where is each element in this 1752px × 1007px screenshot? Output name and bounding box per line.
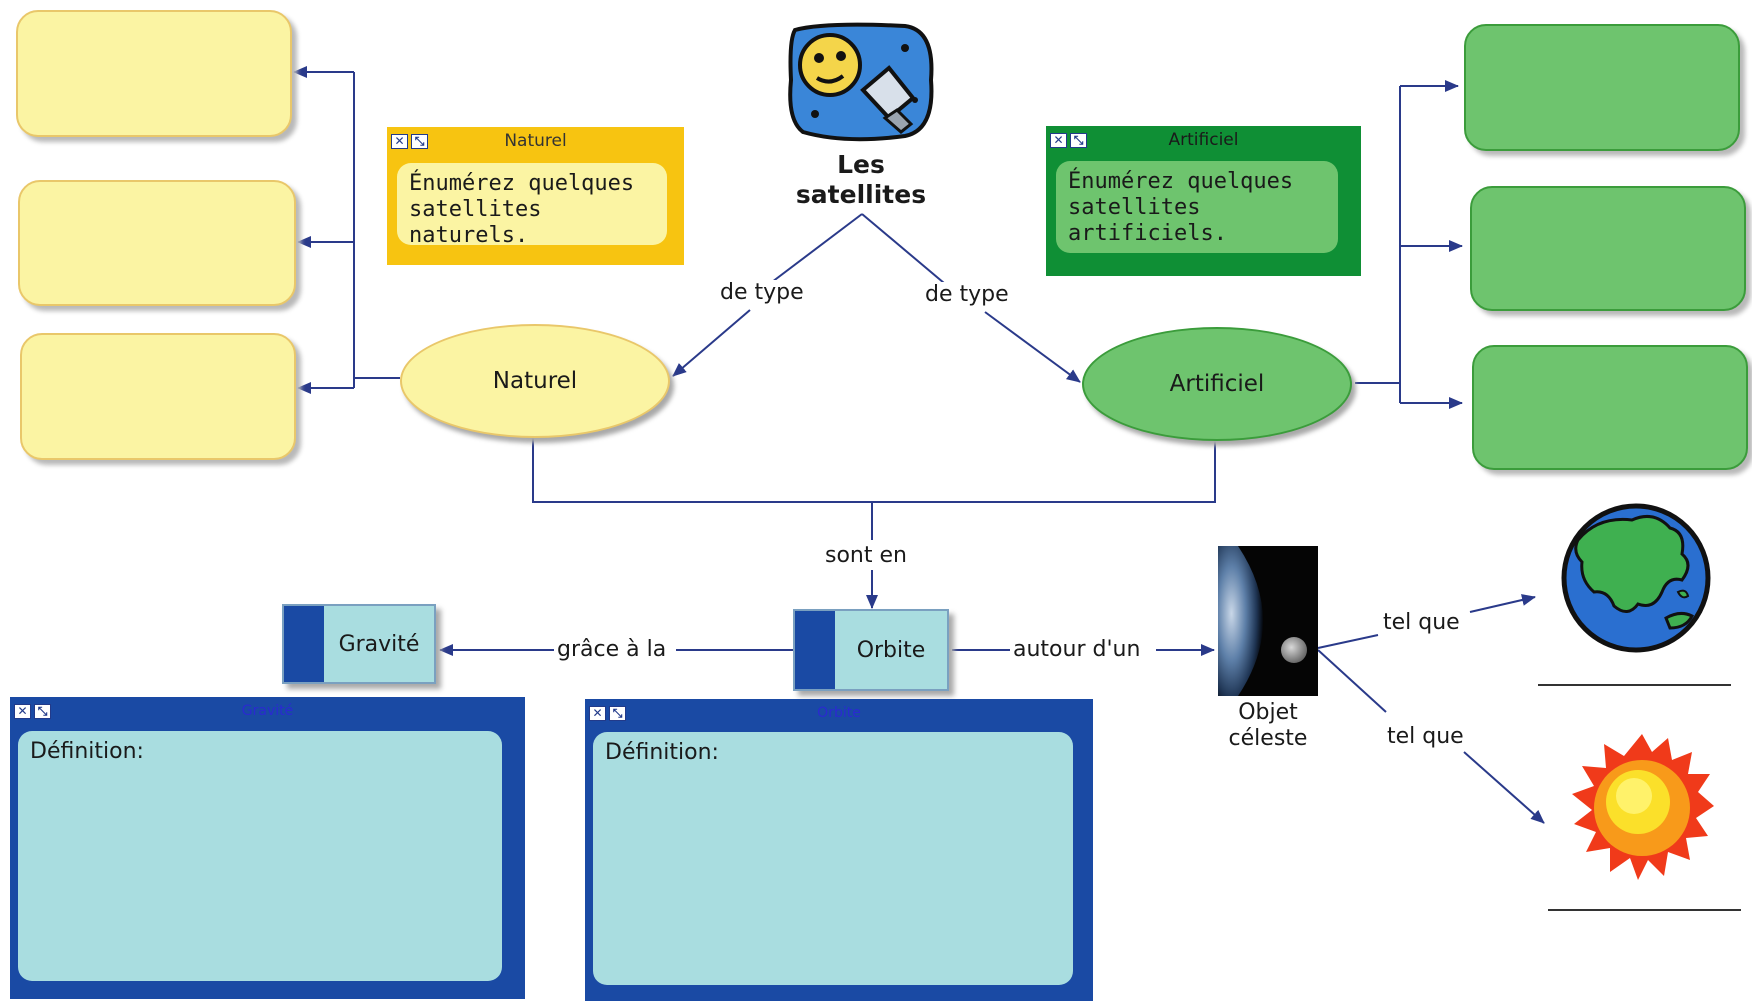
close-icon[interactable]: ✕ bbox=[1050, 133, 1067, 148]
resize-icon[interactable]: ⤡ bbox=[609, 706, 626, 721]
artificiel-note-text-2: satellites artificiels. bbox=[1068, 195, 1227, 246]
gravite-label: Gravité bbox=[338, 631, 420, 657]
close-icon[interactable]: ✕ bbox=[391, 134, 408, 149]
orbite-concept[interactable]: Orbite bbox=[793, 609, 949, 691]
earth-moon-photo-icon bbox=[1218, 546, 1318, 696]
link-de-type-left: de type bbox=[717, 280, 807, 305]
naturel-answer-box-3[interactable] bbox=[20, 333, 296, 460]
objet-celeste-line-1: Objet bbox=[1238, 700, 1298, 725]
gravite-note-text: Définition: bbox=[30, 739, 144, 764]
link-tel-que-top: tel que bbox=[1380, 610, 1463, 635]
artificiel-note-text-1: Énumérez quelques bbox=[1068, 169, 1294, 194]
artificiel-answer-box-3[interactable] bbox=[1472, 345, 1748, 470]
artificiel-note-body[interactable]: Énumérez quelques satellites artificiels… bbox=[1056, 161, 1338, 253]
close-icon[interactable]: ✕ bbox=[14, 704, 31, 719]
naturel-note-text-1: Énumérez quelques bbox=[409, 171, 635, 196]
link-sont-en: sont en bbox=[822, 543, 910, 568]
artificiel-answer-box-2[interactable] bbox=[1470, 186, 1746, 311]
sun-icon bbox=[1572, 734, 1714, 880]
telescope-moon-icon bbox=[788, 22, 934, 142]
central-concept-line-2: satellites bbox=[795, 180, 927, 209]
naturel-note-title: Naturel bbox=[504, 131, 567, 151]
artificiel-answer-box-1[interactable] bbox=[1464, 24, 1740, 151]
central-concept-line-1: Les bbox=[837, 150, 885, 179]
naturel-note: Naturel ✕ ⤡ Énumérez quelques satellites… bbox=[387, 127, 684, 265]
link-tel-que-bottom: tel que bbox=[1384, 724, 1467, 749]
gravite-note-title: Gravité bbox=[241, 703, 294, 719]
naturel-note-text-2: satellites naturels. bbox=[409, 197, 542, 248]
orbite-note: Orbite ✕ ⤡ Définition: bbox=[585, 699, 1093, 1001]
gravite-note: Gravité ✕ ⤡ Définition: bbox=[10, 697, 525, 999]
artificiel-note: Artificiel ✕ ⤡ Énumérez quelques satelli… bbox=[1046, 126, 1361, 276]
resize-icon[interactable]: ⤡ bbox=[411, 134, 428, 149]
artificiel-note-title: Artificiel bbox=[1168, 130, 1239, 150]
gravite-concept[interactable]: Gravité bbox=[282, 604, 436, 684]
link-grace-a-la: grâce à la bbox=[554, 637, 670, 662]
close-icon[interactable]: ✕ bbox=[589, 706, 606, 721]
naturel-concept[interactable]: Naturel bbox=[400, 324, 670, 438]
central-concept-title: Les satellites bbox=[760, 150, 962, 210]
naturel-note-body[interactable]: Énumérez quelques satellites naturels. bbox=[397, 163, 667, 248]
orbite-note-title: Orbite bbox=[817, 705, 861, 721]
orbite-label: Orbite bbox=[856, 637, 926, 663]
earth-answer-line[interactable] bbox=[1538, 684, 1731, 686]
resize-icon[interactable]: ⤡ bbox=[34, 704, 51, 719]
orbite-note-body[interactable]: Définition: bbox=[593, 732, 1073, 985]
earth-globe-icon bbox=[1561, 503, 1711, 653]
link-autour-dun: autour d'un bbox=[1010, 637, 1144, 662]
sun-answer-line[interactable] bbox=[1548, 909, 1741, 911]
naturel-answer-box-2[interactable] bbox=[18, 180, 296, 306]
link-de-type-right: de type bbox=[922, 282, 1012, 307]
artificiel-concept[interactable]: Artificiel bbox=[1082, 327, 1352, 441]
gravite-note-body[interactable]: Définition: bbox=[18, 731, 502, 981]
objet-celeste-line-2: céleste bbox=[1228, 726, 1308, 751]
objet-celeste-label[interactable]: Objet céleste bbox=[1208, 700, 1328, 752]
resize-icon[interactable]: ⤡ bbox=[1070, 133, 1087, 148]
orbite-note-text: Définition: bbox=[605, 740, 719, 765]
naturel-answer-box-1[interactable] bbox=[16, 10, 292, 137]
